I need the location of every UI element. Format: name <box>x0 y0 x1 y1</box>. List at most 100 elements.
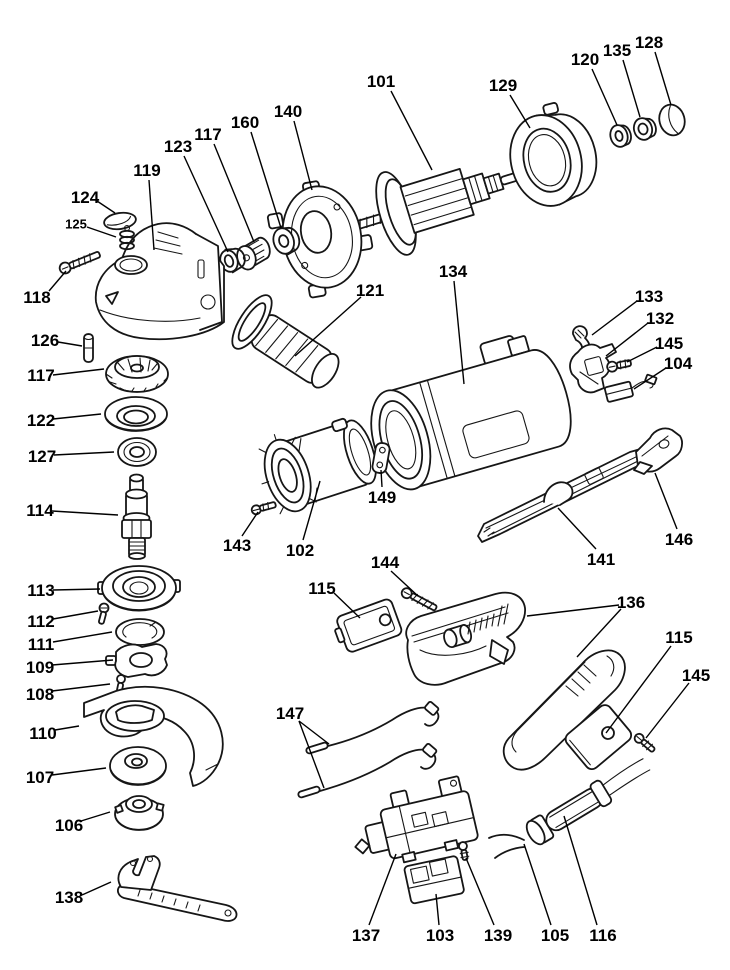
part-number-label: 104 <box>664 354 693 373</box>
part-bearing-housing-art <box>97 565 181 612</box>
part-lead-wires-art <box>297 700 440 799</box>
part-number-label: 139 <box>484 926 512 945</box>
leader-line <box>51 683 111 692</box>
part-gear-housing-art <box>94 222 225 341</box>
part-number-label: 101 <box>367 72 395 91</box>
callout-116-39: 116 <box>563 815 617 945</box>
leader-line <box>52 631 113 643</box>
callout-109-21: 109 <box>26 658 114 677</box>
leader-line <box>654 472 678 530</box>
callout-128-4: 128 <box>635 33 672 106</box>
part-number-label: 106 <box>55 816 83 835</box>
leader-line <box>390 90 433 171</box>
callout-137-35: 137 <box>352 853 397 945</box>
callout-108-22: 108 <box>26 683 111 704</box>
part-number-label: 115 <box>665 628 692 647</box>
callout-147-34: 147 <box>276 704 330 789</box>
part-spindle-art <box>121 473 152 560</box>
part-number-label: 102 <box>286 541 314 560</box>
part-dished-washer-art <box>104 396 168 432</box>
callout-118-12: 118 <box>23 270 67 307</box>
leader-line <box>80 811 111 822</box>
part-number-label: 145 <box>655 334 683 353</box>
leader-line <box>53 451 115 456</box>
leader-line <box>591 300 638 336</box>
callout-138-26: 138 <box>55 881 112 907</box>
leader-line <box>52 368 105 376</box>
part-retaining-ring-art <box>115 618 165 646</box>
part-pin-art <box>83 333 94 363</box>
part-clamp-nut-art <box>114 795 165 831</box>
leader-line <box>298 720 325 789</box>
callout-136-46: 136 <box>526 593 645 658</box>
leader-line <box>298 720 330 745</box>
part-number-label: 113 <box>27 581 54 600</box>
part-number-label: 135 <box>603 41 631 60</box>
part-number-label: 120 <box>571 50 599 69</box>
callout-149-31: 149 <box>368 469 396 507</box>
callout-160-6: 160 <box>231 113 282 229</box>
callout-143-30: 143 <box>223 511 259 555</box>
part-side-handle-art <box>231 294 340 389</box>
callout-133-40: 133 <box>591 287 663 336</box>
part-number-label: 110 <box>29 724 56 743</box>
callout-120-2: 120 <box>571 50 618 126</box>
callout-117-14: 117 <box>27 366 105 385</box>
part-number-label: 125 <box>65 217 87 232</box>
part-number-label: 115 <box>308 579 335 598</box>
leader-line <box>333 592 361 619</box>
part-number-label: 116 <box>589 926 616 945</box>
part-flange-plate-art <box>266 180 374 299</box>
part-inner-flange-art <box>109 746 167 786</box>
part-number-label: 138 <box>55 888 83 907</box>
leader-line <box>48 270 67 292</box>
leader-line <box>605 645 672 734</box>
part-number-label: 136 <box>617 593 645 612</box>
callout-145-42: 145 <box>626 334 683 363</box>
leader-line <box>557 507 597 550</box>
part-carbon-brush-art <box>604 373 658 403</box>
part-housing-screw-art <box>58 251 101 275</box>
callout-112-19: 112 <box>27 610 99 631</box>
part-number-label: 146 <box>665 530 693 549</box>
part-number-label: 133 <box>635 287 663 306</box>
part-number-label: 124 <box>71 188 100 207</box>
part-cover-screw-right-art <box>633 732 656 753</box>
part-number-label: 108 <box>26 685 54 704</box>
leader-line <box>526 604 620 617</box>
part-number-label: 141 <box>587 550 615 569</box>
callout-115-33: 115 <box>308 579 361 619</box>
part-coil-screw-art <box>250 501 277 516</box>
callout-139-37: 139 <box>465 857 512 945</box>
part-number-label: 103 <box>426 926 454 945</box>
callout-126-13: 126 <box>31 331 83 350</box>
callout-140-5: 140 <box>274 102 313 191</box>
leader-line <box>576 608 622 658</box>
part-number-label: 119 <box>133 161 160 180</box>
part-end-cap-art <box>658 103 686 137</box>
part-clamp-plate-art <box>105 643 168 678</box>
leader-line <box>453 280 465 385</box>
part-ball-bearing-art <box>117 437 157 467</box>
part-bracket-art <box>371 442 391 474</box>
callout-134-28: 134 <box>439 262 468 385</box>
leader-line <box>51 510 119 516</box>
part-spring-art <box>119 224 135 251</box>
leader-line <box>96 200 116 214</box>
leader-line <box>523 843 552 926</box>
part-handle-half-upper-art <box>405 591 526 686</box>
leader-line <box>368 853 397 926</box>
callout-106-25: 106 <box>55 811 111 835</box>
part-washer-art <box>609 124 632 148</box>
part-plate-screw-art <box>98 602 110 625</box>
part-cord-assembly-art <box>488 758 651 859</box>
part-lock-lever-art <box>477 447 651 543</box>
part-number-label: 117 <box>27 366 54 385</box>
callout-121-27: 121 <box>294 281 384 357</box>
part-number-label: 112 <box>27 612 54 631</box>
leader-line <box>51 659 114 666</box>
part-number-label: 114 <box>26 501 54 520</box>
